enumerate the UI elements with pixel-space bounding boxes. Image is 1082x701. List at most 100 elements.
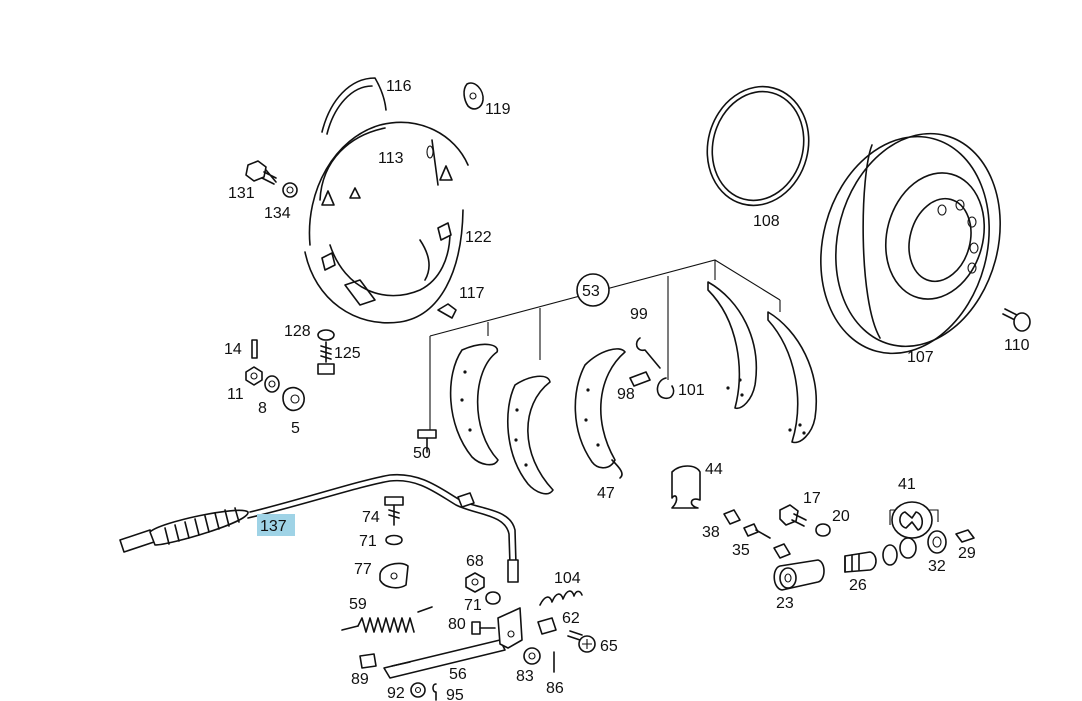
- label-41[interactable]: 41: [898, 476, 916, 493]
- label-47[interactable]: 47: [597, 485, 615, 502]
- label-122[interactable]: 122: [465, 229, 492, 246]
- part-74-bolt[interactable]: [384, 496, 404, 526]
- label-108[interactable]: 108: [753, 213, 780, 230]
- label-134[interactable]: 134: [264, 205, 291, 222]
- part-56-lever[interactable]: [383, 607, 523, 679]
- part-98-spring-pin[interactable]: [629, 371, 651, 387]
- label-68[interactable]: 68: [466, 553, 484, 570]
- label-77[interactable]: 77: [354, 561, 372, 578]
- part-38-cap[interactable]: [723, 509, 741, 525]
- label-14[interactable]: 14: [224, 341, 242, 358]
- part-137-parking-brake-cable[interactable]: [119, 473, 519, 583]
- part-107-brake-drum[interactable]: [797, 115, 1023, 373]
- part-92-washer[interactable]: [410, 682, 426, 698]
- label-62[interactable]: 62: [562, 610, 580, 627]
- part-71-washer-upper[interactable]: [385, 534, 403, 546]
- label-131[interactable]: 131: [228, 185, 255, 202]
- part-11-nut[interactable]: [245, 366, 263, 386]
- label-5[interactable]: 5: [291, 420, 300, 437]
- part-32-seal[interactable]: [882, 530, 947, 566]
- label-137[interactable]: 137: [260, 518, 287, 535]
- part-44-clip[interactable]: [671, 465, 701, 509]
- part-41-tool-kit-bracket[interactable]: [889, 501, 939, 539]
- highlight-137: [257, 514, 295, 536]
- label-116[interactable]: 116: [386, 78, 412, 95]
- part-101-clip[interactable]: [656, 377, 675, 400]
- label-35[interactable]: 35: [732, 542, 750, 559]
- part-68-nut[interactable]: [465, 572, 485, 593]
- label-44[interactable]: 44: [705, 461, 723, 478]
- label-80[interactable]: 80: [448, 616, 466, 633]
- label-26[interactable]: 26: [849, 577, 867, 594]
- part-53-shoe-set-bracket[interactable]: [429, 259, 781, 430]
- part-110-bolt[interactable]: [1002, 308, 1031, 332]
- part-95-cotter-pin[interactable]: [432, 683, 437, 701]
- label-65[interactable]: 65: [600, 638, 618, 655]
- label-107[interactable]: 107: [907, 349, 934, 366]
- part-59-spring[interactable]: [341, 606, 433, 633]
- part-29-bolt[interactable]: [955, 529, 975, 543]
- label-56[interactable]: 56: [449, 666, 467, 683]
- label-125[interactable]: 125: [334, 345, 361, 362]
- part-99-cotter-pin[interactable]: [635, 337, 661, 369]
- label-83[interactable]: 83: [516, 668, 534, 685]
- part-117-plug[interactable]: [437, 303, 457, 319]
- part-47-brake-shoe[interactable]: [449, 281, 817, 495]
- label-101[interactable]: 101: [678, 382, 705, 399]
- part-50-pin[interactable]: [417, 429, 437, 453]
- part-20-washer[interactable]: [815, 523, 831, 537]
- label-20[interactable]: 20: [832, 508, 850, 525]
- part-65-bolt[interactable]: [567, 630, 596, 653]
- part-134-washer[interactable]: [282, 182, 298, 198]
- part-89-bolt[interactable]: [359, 653, 377, 669]
- part-35-bleeder[interactable]: [743, 523, 771, 539]
- label-38[interactable]: 38: [702, 524, 720, 541]
- part-77-bracket[interactable]: [379, 562, 409, 589]
- label-74[interactable]: 74: [362, 509, 380, 526]
- label-99[interactable]: 99: [630, 306, 648, 323]
- label-86[interactable]: 86: [546, 680, 564, 697]
- part-71-washer-lower[interactable]: [485, 591, 501, 605]
- label-32[interactable]: 32: [928, 558, 946, 575]
- label-128[interactable]: 128: [284, 323, 311, 340]
- part-108-seal-ring[interactable]: [694, 75, 822, 217]
- part-62-bushing[interactable]: [537, 617, 557, 635]
- label-29[interactable]: 29: [958, 545, 976, 562]
- label-119[interactable]: 119: [485, 101, 511, 118]
- part-128-washer[interactable]: [317, 329, 335, 341]
- part-119-clip[interactable]: [463, 82, 484, 110]
- label-50[interactable]: 50: [413, 445, 431, 462]
- part-116-seal-strip[interactable]: [321, 77, 387, 135]
- part-104-spring[interactable]: [539, 590, 583, 606]
- part-131-bolt[interactable]: [245, 160, 277, 185]
- label-53[interactable]: 53: [582, 283, 600, 300]
- part-113-backing-plate[interactable]: [308, 121, 469, 246]
- label-98[interactable]: 98: [617, 386, 635, 403]
- label-59[interactable]: 59: [349, 596, 367, 613]
- label-110[interactable]: 110: [1004, 337, 1030, 354]
- label-8[interactable]: 8: [258, 400, 267, 417]
- part-80-bolt[interactable]: [471, 621, 496, 635]
- part-5-adjuster[interactable]: [282, 386, 305, 412]
- label-71-lower[interactable]: 71: [464, 597, 482, 614]
- part-122-dust-shield[interactable]: [304, 209, 464, 324]
- label-17[interactable]: 17: [803, 490, 821, 507]
- part-8-washer[interactable]: [264, 375, 280, 393]
- label-92[interactable]: 92: [387, 685, 405, 701]
- part-17-bleeder-bolt[interactable]: [779, 504, 807, 527]
- label-113[interactable]: 113: [378, 150, 404, 167]
- label-104[interactable]: 104: [554, 570, 581, 587]
- label-23[interactable]: 23: [776, 595, 794, 612]
- part-83-washer[interactable]: [523, 647, 541, 665]
- label-71-upper[interactable]: 71: [359, 533, 377, 550]
- label-117[interactable]: 117: [459, 285, 485, 302]
- part-23-wheel-cylinder[interactable]: [773, 543, 825, 591]
- part-125-screw[interactable]: [317, 341, 335, 375]
- label-95[interactable]: 95: [446, 687, 464, 701]
- label-11[interactable]: 11: [227, 386, 244, 403]
- part-26-piston[interactable]: [844, 551, 877, 573]
- label-89[interactable]: 89: [351, 671, 369, 688]
- part-14-pin[interactable]: [251, 339, 258, 359]
